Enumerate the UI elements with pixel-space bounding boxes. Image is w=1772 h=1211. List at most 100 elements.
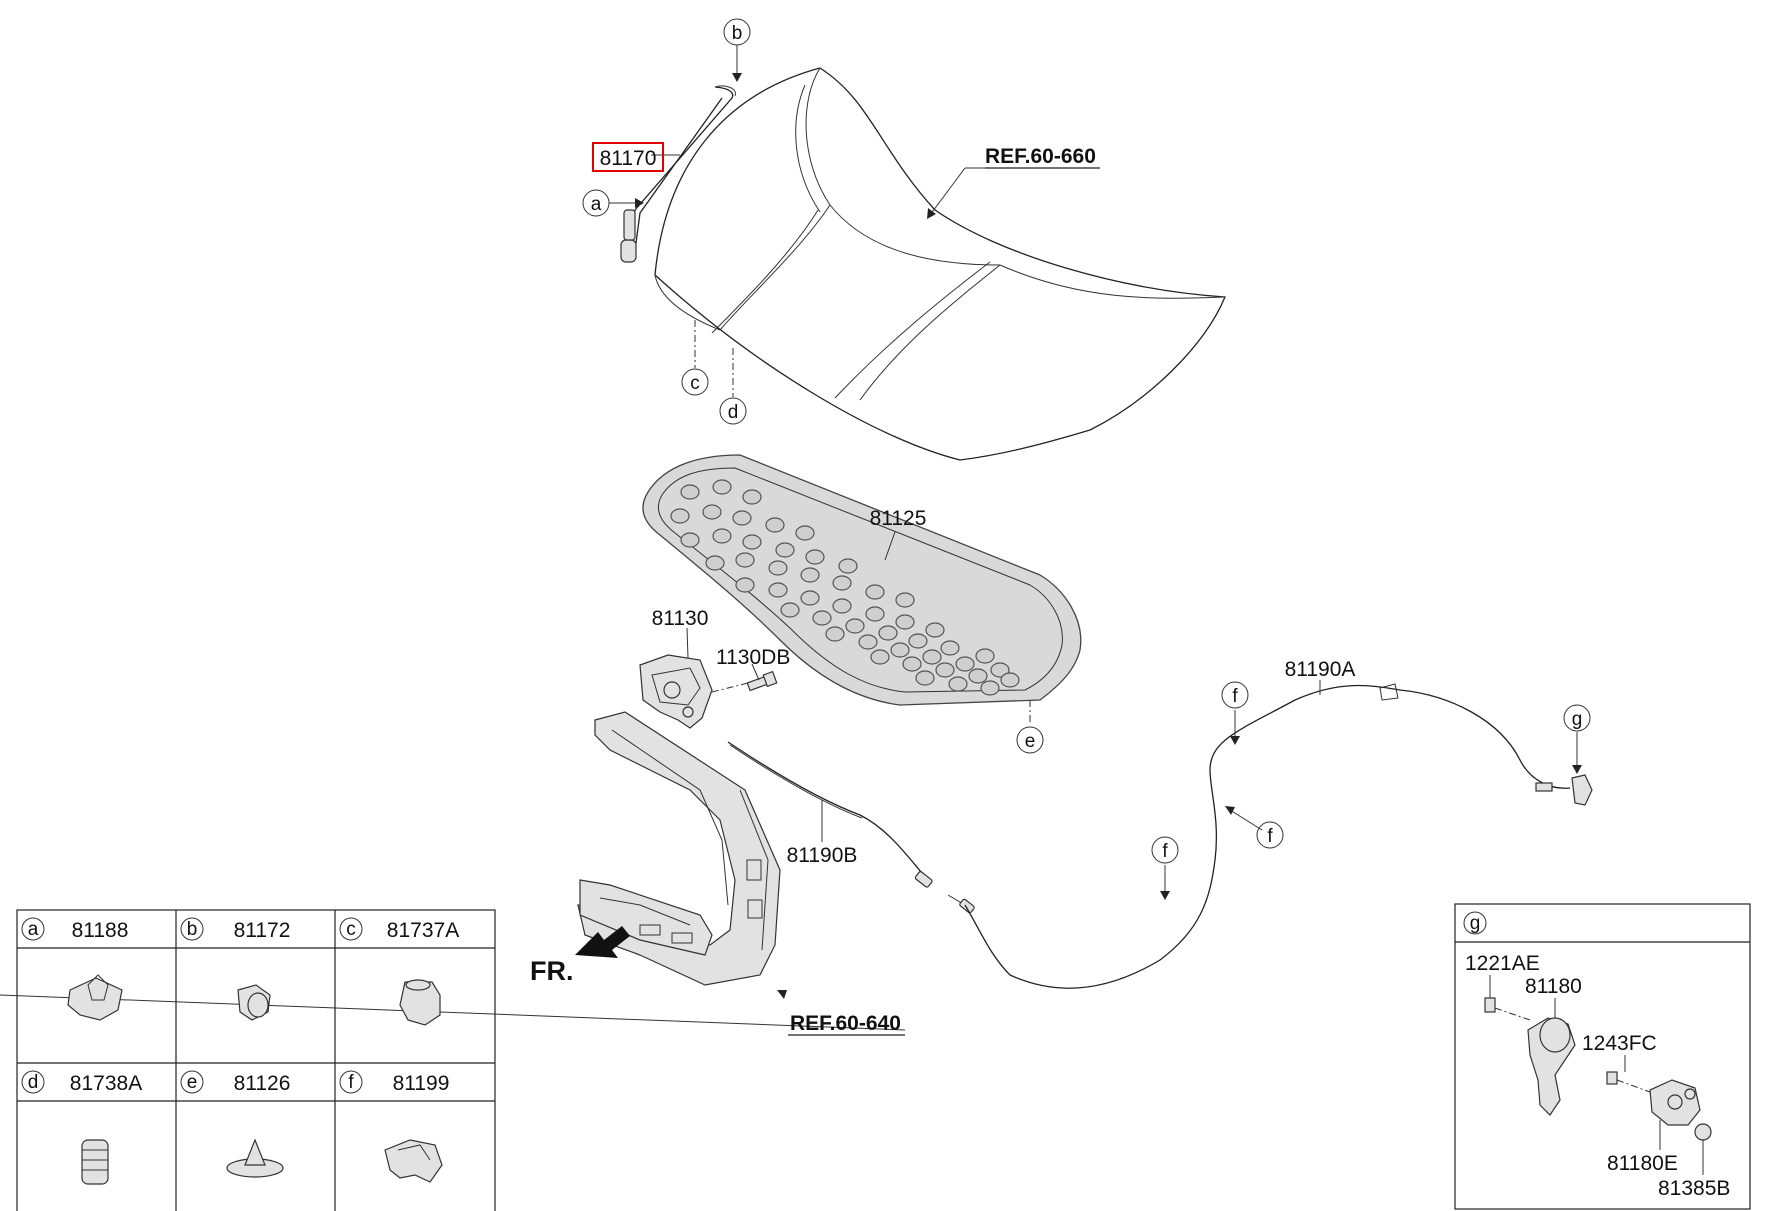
insulator-hole (712, 479, 732, 495)
insulator-hole (990, 662, 1010, 678)
insulator-hole (975, 648, 995, 664)
insulator-hole (832, 575, 852, 591)
part-81170-highlight (592, 142, 664, 172)
insulator-hole (922, 649, 942, 665)
insulator-hole (680, 532, 700, 548)
insulator-hole (712, 528, 732, 544)
insulator-hole (980, 680, 1000, 696)
callout-e-letter: e (1025, 731, 1036, 752)
legend-cell-e: e 81126 (180, 1070, 291, 1178)
insulator-hole (895, 592, 915, 608)
part-label-81385b: 81385B (1658, 1177, 1730, 1200)
insulator-hole (940, 640, 960, 656)
legend-part: 81126 (234, 1072, 291, 1095)
legend-letter: e (187, 1072, 198, 1093)
insulator-hole (902, 656, 922, 672)
insulator-hole (800, 590, 820, 606)
insulator-hole (805, 549, 825, 565)
callout-d-letter: d (728, 402, 739, 423)
insulator-hole (845, 618, 865, 634)
insulator-hole (735, 552, 755, 568)
callout-g-letter: g (1572, 709, 1583, 730)
insulator-hole (968, 668, 988, 684)
insulator-hole (800, 567, 820, 583)
callout-a-letter: a (591, 194, 602, 215)
insulator-hole (865, 584, 885, 600)
part-label-1243fc: 1243FC (1582, 1032, 1657, 1055)
part-label-81125: 81125 (870, 507, 927, 530)
hood-panel (654, 67, 1226, 461)
insulator-hole (812, 610, 832, 626)
legend-letter: c (346, 919, 356, 940)
part-label-81130: 81130 (652, 607, 709, 630)
insulator-hole (925, 622, 945, 638)
insulator-hole (735, 577, 755, 593)
callout-b: b (723, 18, 751, 46)
callout-c: c (681, 368, 709, 396)
ref-label-hood: REF.60-660 (985, 145, 1096, 168)
insulator-hole (702, 504, 722, 520)
legend-part: 81738A (70, 1072, 142, 1095)
callout-a: a (582, 189, 610, 217)
legend-letter: f (348, 1072, 354, 1093)
part-label-81190a: 81190A (1285, 658, 1356, 681)
callout-b-letter: b (732, 23, 743, 44)
legend-cell-c: c 81737A (339, 917, 459, 1026)
insulator-hole (825, 626, 845, 642)
legend-cell-a: a 81188 (21, 917, 128, 1021)
insulator-hole (948, 676, 968, 692)
leader-arrows (635, 73, 1582, 999)
insulator-hole (870, 649, 890, 665)
legend-cell-d: d 81738A (21, 1070, 142, 1185)
callout-c-letter: c (690, 373, 700, 394)
legend-table: a 81188 b 81172 c 81737A d 81738A (16, 909, 496, 1211)
insulator-hole (768, 582, 788, 598)
callout-f-letter: f (1232, 686, 1238, 707)
insulator-hole (832, 598, 852, 614)
legend-letter: a (28, 919, 39, 940)
front-label: FR. (530, 956, 574, 986)
callout-f-letter: f (1267, 826, 1273, 847)
insulator-hole (838, 558, 858, 574)
legend-part: 81199 (393, 1072, 450, 1095)
detail-g-box: g 1221AE 81180 1243FC 81180E 81385B (1454, 903, 1751, 1210)
insulator-hole (732, 510, 752, 526)
insulator-hole (705, 555, 725, 571)
callout-f-1: f (1221, 681, 1249, 709)
callout-g: g (1563, 704, 1591, 732)
insulator-hole (878, 625, 898, 641)
cable-81190a (964, 683, 1593, 989)
callout-f-letter: f (1162, 841, 1168, 862)
insulator-holes (670, 479, 1020, 696)
bolt-1130db (746, 670, 778, 692)
insulator-hole (895, 614, 915, 630)
insulator-hole (768, 560, 788, 576)
callout-e: e (1016, 726, 1044, 754)
insulator-hole (742, 489, 762, 505)
ref-label-frame: REF.60-640 (790, 1012, 901, 1035)
part-label-81180e: 81180E (1607, 1152, 1678, 1175)
callout-f-3: f (1151, 836, 1179, 864)
insulator-hole (765, 517, 785, 533)
insulator-hole (795, 525, 815, 541)
insulator-hole (670, 508, 690, 524)
insulator-hole (935, 662, 955, 678)
legend-part: 81737A (387, 919, 459, 942)
part-label-81190b: 81190B (787, 844, 858, 867)
legend-cell-b: b 81172 (180, 917, 290, 1021)
insulator-hole (742, 534, 762, 550)
insulator-hole (780, 602, 800, 618)
hood-latch (639, 654, 749, 729)
part-label-1130db: 1130DB (716, 646, 790, 669)
part-label-1221ae: 1221AE (1465, 952, 1540, 975)
insulator-hole (680, 484, 700, 500)
front-direction-indicator: FR. (530, 926, 630, 986)
detail-g-letter: g (1470, 913, 1481, 934)
insulator-hole (915, 670, 935, 686)
part-label-81170: 81170 (600, 147, 657, 170)
insulator-hole (1000, 672, 1020, 688)
part-label-81180: 81180 (1525, 975, 1582, 998)
hood-insulator-pad (642, 454, 1082, 706)
radiator-support-frame (577, 711, 781, 986)
